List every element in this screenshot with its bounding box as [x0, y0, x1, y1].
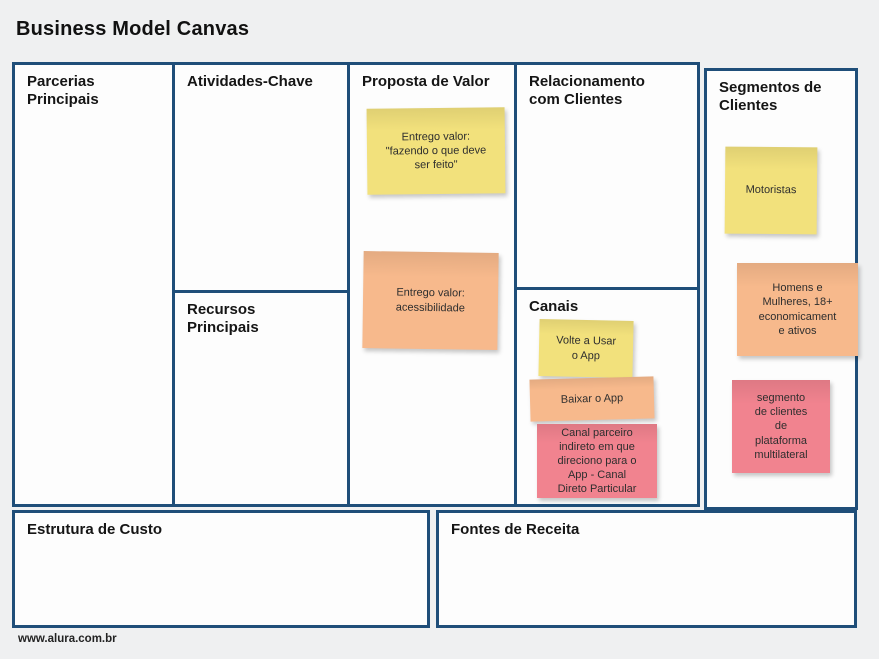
- section-label: Fontes de Receita: [451, 521, 580, 538]
- note-text: segmento de clientes de plataforma multi…: [754, 392, 808, 461]
- footer-url: www.alura.com.br: [18, 633, 117, 645]
- note-text: Baixar o App: [560, 392, 624, 406]
- note-segmentos-homens-mulheres: Homens e Mulheres, 18+ economicament e a…: [737, 263, 858, 356]
- note-text: Motoristas: [745, 184, 797, 197]
- note-canais-volte-a-usar: Volte a Usar o App: [538, 319, 634, 378]
- note-segmentos-motoristas: Motoristas: [724, 146, 818, 235]
- section-label: Segmentos de Clientes: [719, 79, 822, 115]
- section-label: Proposta de Valor: [362, 73, 490, 90]
- section-relacionamento-com-clientes: Relacionamento com Clientes: [514, 62, 700, 290]
- note-text: Volte a Usar o App: [556, 334, 617, 362]
- section-recursos-principais: Recursos Principais: [172, 290, 350, 507]
- note-text: Homens e Mulheres, 18+ economicament e a…: [758, 282, 837, 337]
- note-proposta-entrego-valor-feito: Entrego valor: "fazendo o que deve ser f…: [366, 107, 506, 195]
- section-label: Recursos Principais: [187, 301, 259, 337]
- section-atividades-chave: Atividades-Chave: [172, 62, 350, 293]
- note-segmentos-plataforma-multilateral: segmento de clientes de plataforma multi…: [732, 380, 830, 473]
- page-title: Business Model Canvas: [16, 18, 250, 40]
- note-canais-canal-parceiro: Canal parceiro indireto em que direciono…: [537, 424, 657, 498]
- section-label: Atividades-Chave: [187, 73, 313, 90]
- section-estrutura-de-custo: Estrutura de Custo: [12, 510, 430, 628]
- section-label: Estrutura de Custo: [27, 521, 163, 538]
- section-parcerias-principais: Parcerias Principais: [12, 62, 175, 507]
- note-text: Entrego valor: acessibilidade: [395, 286, 466, 314]
- section-label: Canais: [529, 298, 579, 315]
- note-text: Entrego valor: "fazendo o que deve ser f…: [385, 130, 487, 172]
- section-label: Relacionamento com Clientes: [529, 73, 645, 109]
- section-fontes-de-receita: Fontes de Receita: [436, 510, 857, 628]
- note-proposta-entrego-valor-acessibilidade: Entrego valor: acessibilidade: [362, 251, 499, 350]
- note-text: Canal parceiro indireto em que direciono…: [557, 426, 637, 496]
- section-label: Parcerias Principais: [27, 73, 99, 109]
- note-canais-baixar-o-app: Baixar o App: [529, 376, 655, 422]
